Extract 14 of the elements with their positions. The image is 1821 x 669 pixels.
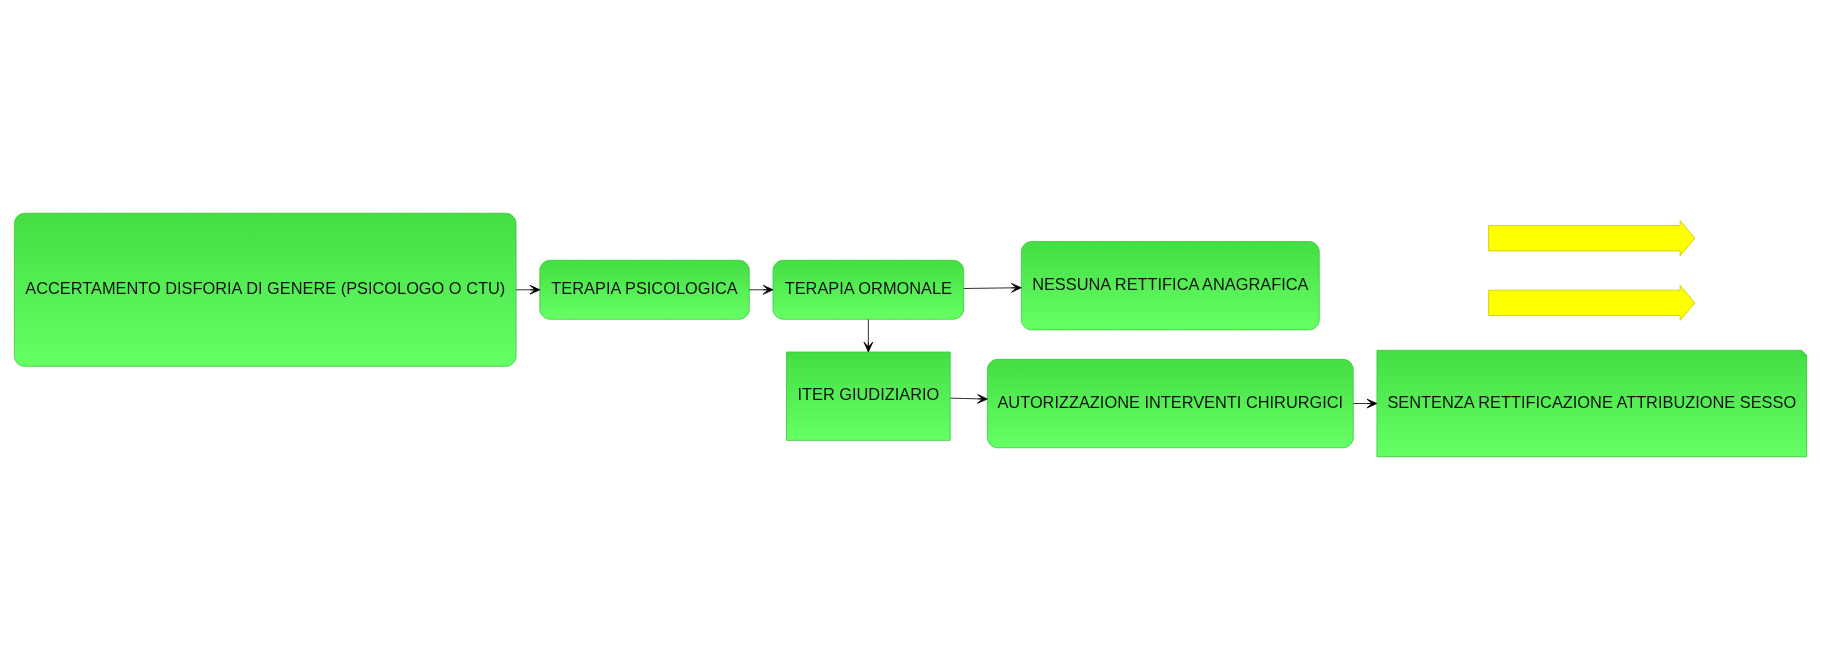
node-arrow: [1488, 219, 1696, 256]
arrow: [515, 284, 541, 295]
node-box: TERAPIA ORMONALE: [772, 259, 965, 320]
node-box: ITER GIUDIZIARIO: [786, 351, 951, 441]
node-arrow: [1488, 284, 1696, 321]
arrow: [748, 284, 774, 295]
node-box: ACCERTAMENTO DISFORIA DI GENERE (PSICOLOGO O CTU): [14, 212, 517, 367]
arrow: [950, 393, 988, 404]
node-box: AUTORIZZAZIONE INTERVENTI CHIRURGICI: [987, 358, 1354, 448]
node-box: TERAPIA PSICOLOGICA: [539, 259, 750, 320]
arrow: [1353, 398, 1378, 408]
node-box: NESSUNA RETTIFICA ANAGRAFICA: [1020, 240, 1320, 330]
arrow: [963, 282, 1022, 293]
arrow: [863, 318, 874, 352]
